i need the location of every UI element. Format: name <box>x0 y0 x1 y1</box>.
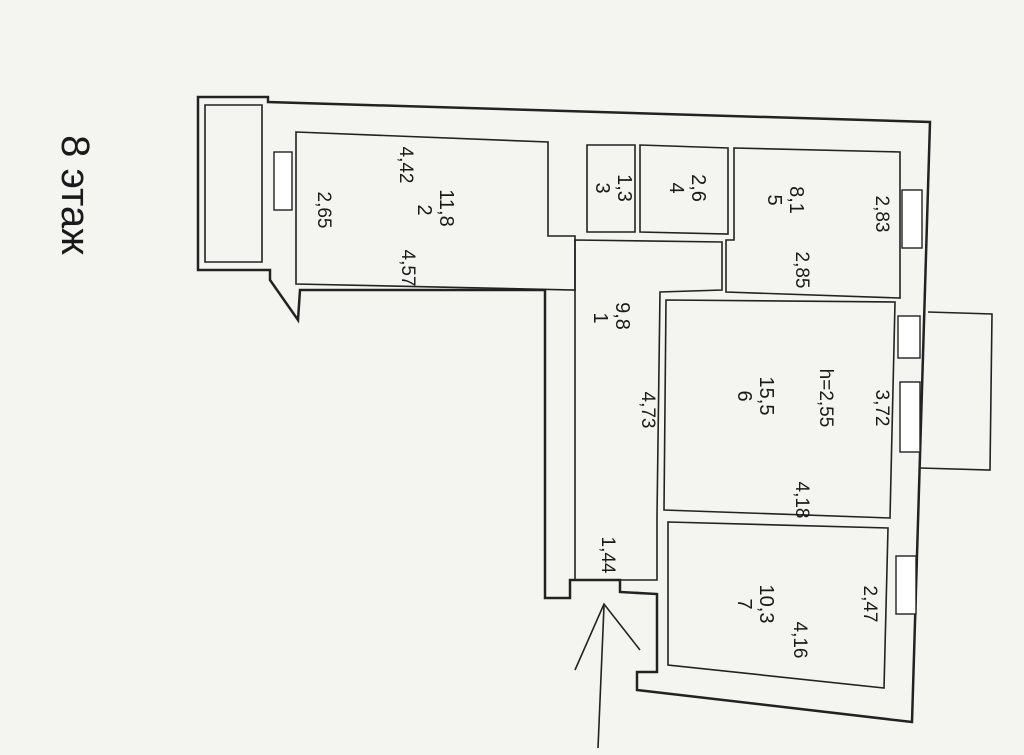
room-4-area: 2,6 <box>687 174 709 202</box>
room-5-dimension-bottom: 2,85 <box>791 252 812 289</box>
window-room-7 <box>895 555 917 615</box>
room-5-outline <box>725 147 901 299</box>
room-6-outline <box>663 299 896 519</box>
room-5-number: 5 <box>763 194 785 205</box>
room-7-dimension-side: 2,47 <box>859 586 880 623</box>
window-room-2 <box>273 151 293 211</box>
room-2-dimension-bottom: 4,57 <box>397 250 418 287</box>
floor-title: 8 этаж <box>53 135 97 255</box>
entrance-arrow <box>574 602 641 749</box>
room-2-outline <box>295 131 576 291</box>
room-6-area: 15,5 <box>755 377 777 416</box>
room-5-dimension-side: 2,83 <box>871 196 892 233</box>
room-1-number: 1 <box>589 312 611 323</box>
room-7-area: 10,3 <box>755 585 777 624</box>
window-room-6-balcony <box>897 315 921 359</box>
window-room-5 <box>901 189 923 249</box>
room-6-number: 6 <box>733 390 755 401</box>
room-2-number: 2 <box>413 204 435 215</box>
room-7-number: 7 <box>733 598 755 609</box>
room-3-outline <box>586 144 636 233</box>
room-2-dimension-side: 2,65 <box>313 192 334 229</box>
room-2-area: 11,8 <box>435 189 457 226</box>
room-1-dimension-secondary: 1,44 <box>597 537 618 574</box>
room-4-number: 4 <box>665 182 687 193</box>
room-5-area: 8,1 <box>785 186 807 214</box>
room-1-area: 9,8 <box>611 302 633 330</box>
room-3-area: 1,3 <box>613 174 635 202</box>
room-6-height: h=2,55 <box>815 369 836 428</box>
room-4-outline <box>639 144 729 235</box>
room-6-dimension-bottom: 4,18 <box>791 482 812 519</box>
room-6-dimension-side: 3,72 <box>871 390 892 427</box>
room-7-dimension-bottom: 4,16 <box>789 622 810 659</box>
room-1-dimension: 4,73 <box>637 392 658 429</box>
balcony-outline <box>919 311 993 471</box>
room-2-dimension-top: 4,42 <box>395 147 416 184</box>
room-7-outline <box>667 521 889 689</box>
room-1-outline <box>574 239 723 581</box>
window-room-6 <box>899 381 921 453</box>
room-3-number: 3 <box>591 182 613 193</box>
